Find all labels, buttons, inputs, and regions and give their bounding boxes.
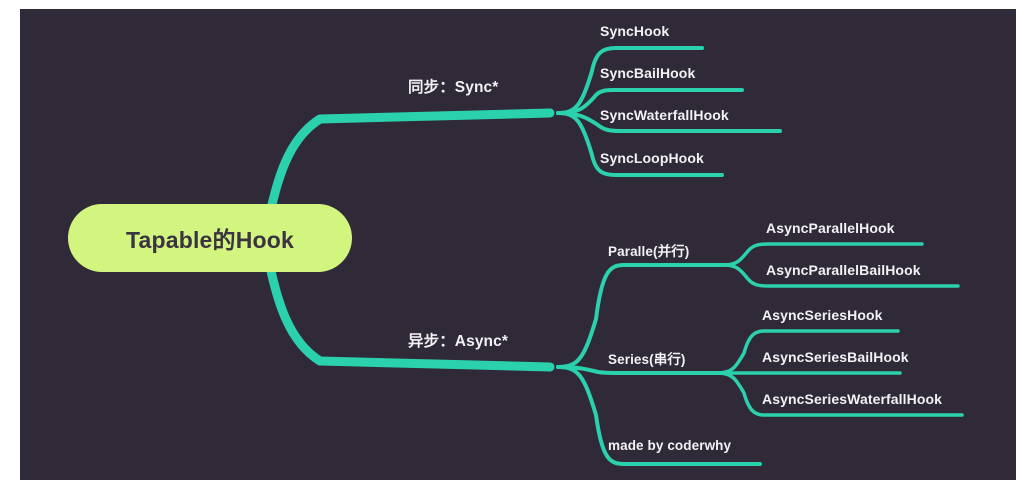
leaf-label-async-series-bail-hook[interactable]: AsyncSeriesBailHook [762, 349, 909, 365]
trunk-to-async [265, 262, 555, 372]
branch-label-sync[interactable]: 同步：Sync* [408, 79, 499, 96]
root-node[interactable]: Tapable的Hook [68, 204, 352, 272]
sub-label-series[interactable]: Series(串行) [608, 352, 686, 367]
leaf-label-async-series-hook[interactable]: AsyncSeriesHook [762, 307, 883, 323]
leaf-label-async-parallel-hook[interactable]: AsyncParallelHook [766, 220, 895, 236]
leaf-label-sync-loop-hook[interactable]: SyncLoopHook [600, 150, 704, 166]
sub-label-paralle[interactable]: Paralle(并行) [608, 244, 690, 259]
root-node-label: Tapable的Hook [125, 227, 295, 253]
mindmap-canvas: Tapable的Hook 同步：Sync* 异步：Async* SyncHook… [20, 9, 1016, 480]
leaf-label-async-parallel-bail-hook[interactable]: AsyncParallelBailHook [766, 262, 921, 278]
branch-label-async[interactable]: 异步：Async* [408, 333, 508, 350]
sub-label-made-by-coderwhy[interactable]: made by coderwhy [608, 438, 732, 453]
leaf-label-sync-waterfall-hook[interactable]: SyncWaterfallHook [600, 107, 729, 123]
leaf-label-async-series-waterfall-hook[interactable]: AsyncSeriesWaterfallHook [762, 391, 943, 407]
trunk-to-sync [265, 108, 555, 218]
leaf-label-sync-bail-hook[interactable]: SyncBailHook [600, 65, 696, 81]
leaf-label-sync-hook[interactable]: SyncHook [600, 23, 670, 39]
